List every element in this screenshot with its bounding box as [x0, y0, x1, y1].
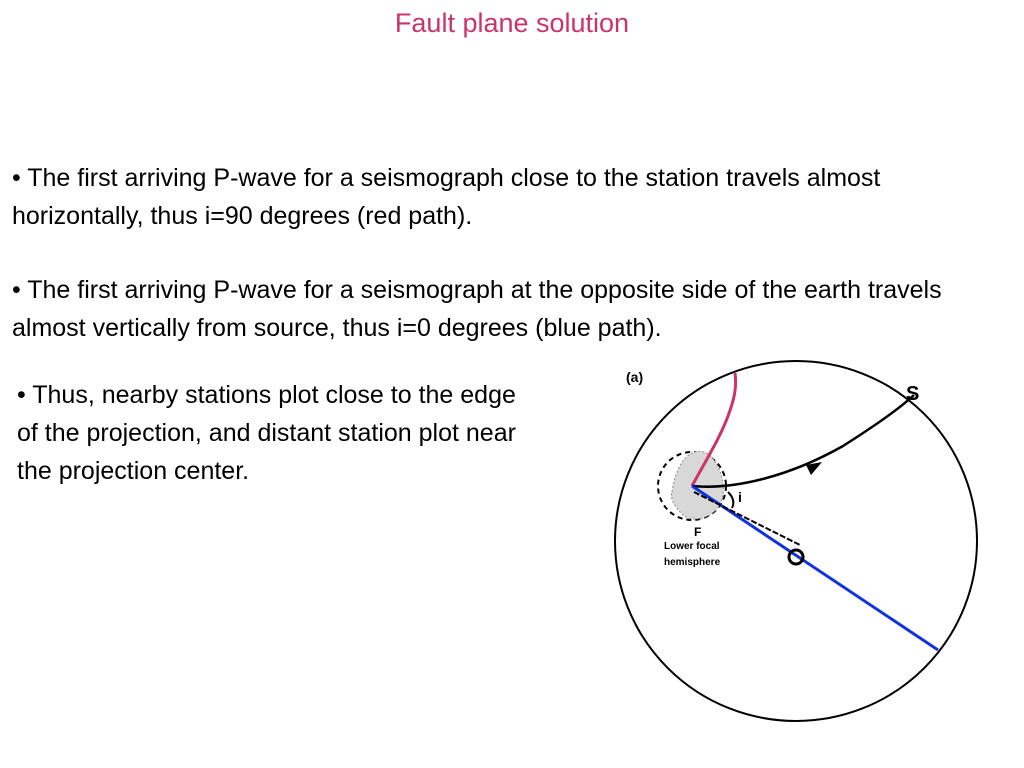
ray-direction-line — [693, 491, 801, 546]
station-marker-icon — [787, 548, 805, 566]
bullet-vertical-ray: • The first arriving P-wave for a seismo… — [12, 276, 942, 342]
angle-label: i — [738, 489, 742, 505]
panel-label: (a) — [626, 369, 643, 385]
red-ray-path — [690, 372, 738, 487]
hemisphere-label-line1: Lower focal — [664, 541, 720, 552]
hemisphere-label-line2: hemisphere — [664, 557, 721, 568]
bullet-projection-summary: • Thus, nearby stations plot close to th… — [17, 381, 516, 485]
station-ray-path — [691, 394, 915, 488]
blue-ray-path — [691, 484, 939, 652]
arrow-head-icon — [806, 462, 822, 475]
incidence-angle-arc — [727, 491, 735, 509]
station-label: S — [906, 383, 919, 405]
slide-title: Fault plane solution — [394, 8, 630, 38]
focus-label: F — [694, 525, 701, 539]
focal-hemisphere-shading — [671, 450, 724, 520]
earth-circle — [614, 360, 978, 722]
bullet-horizontal-ray: • The first arriving P-wave for a seismo… — [12, 164, 881, 230]
